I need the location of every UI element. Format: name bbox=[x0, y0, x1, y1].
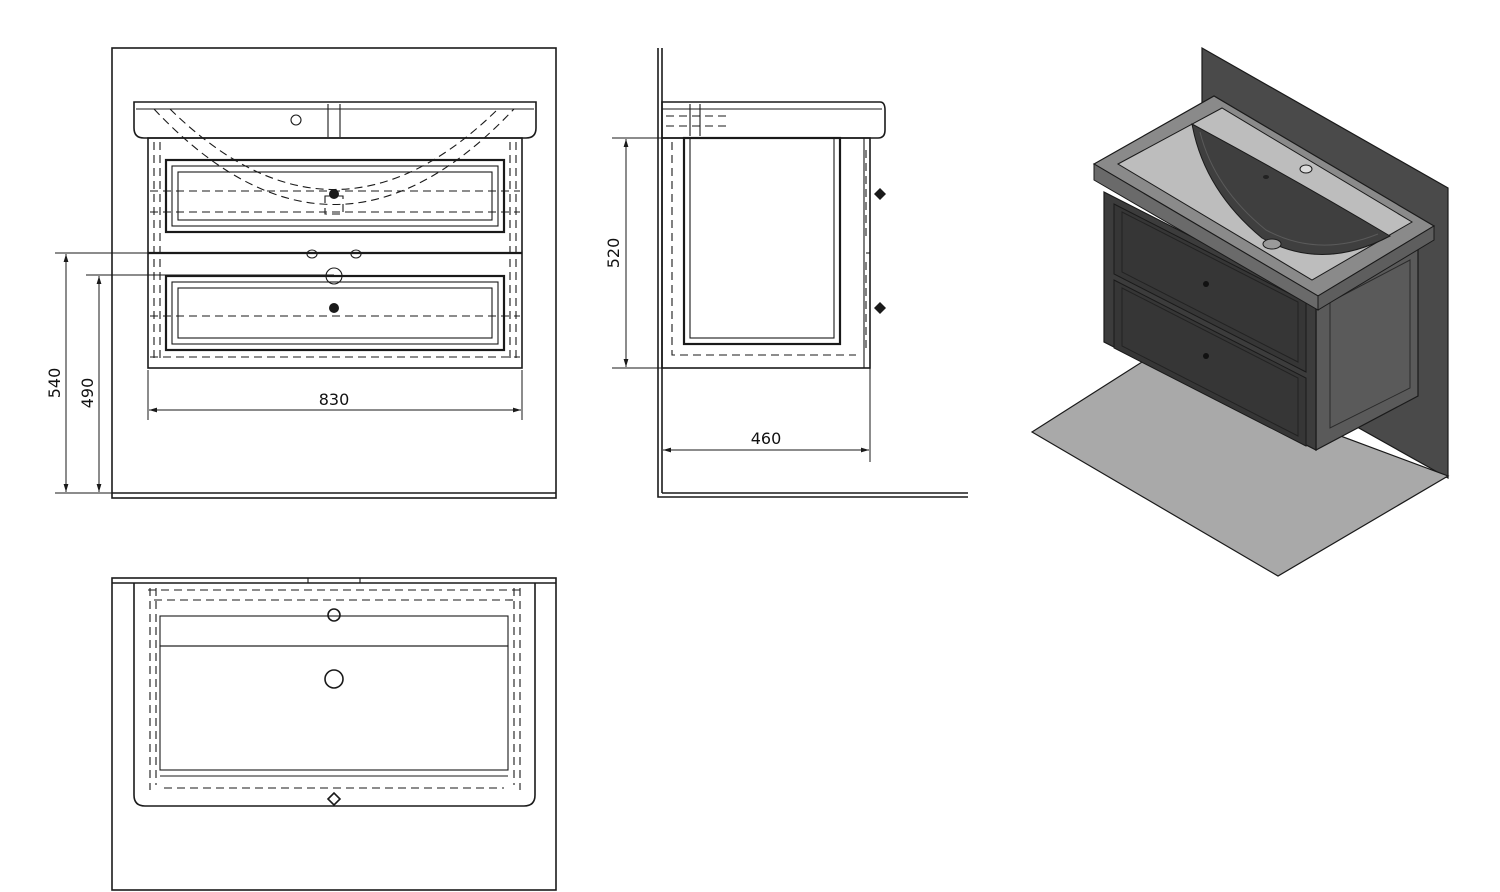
top-drain-hole bbox=[324, 669, 344, 689]
top-knob bbox=[326, 791, 342, 807]
top-tap-hole bbox=[327, 608, 341, 622]
front-drain-hidden bbox=[324, 195, 344, 215]
front-upper-drawer-panel-inner bbox=[177, 171, 493, 221]
isometric-view bbox=[1030, 46, 1450, 577]
iso-floor bbox=[1030, 361, 1450, 577]
front-upper-drawer-knob bbox=[329, 189, 339, 199]
side-basin bbox=[661, 101, 886, 139]
dim-490-label: 490 bbox=[78, 378, 97, 409]
top-view bbox=[111, 577, 557, 891]
top-wall-outline bbox=[111, 577, 557, 891]
side-view: 520 460 bbox=[604, 48, 968, 498]
iso-overflow bbox=[1263, 175, 1269, 179]
dim-460-label: 460 bbox=[751, 429, 782, 448]
iso-basin-bowl-highlight bbox=[1199, 131, 1379, 246]
iso-basin-side-edge bbox=[1317, 225, 1435, 311]
front-overflow-hole bbox=[290, 114, 302, 126]
top-basin-outline bbox=[133, 583, 536, 807]
iso-tap-hole bbox=[1299, 164, 1313, 174]
side-cabinet bbox=[661, 137, 871, 369]
front-basin-bowl-hidden bbox=[153, 108, 515, 206]
top-basin-bowl bbox=[159, 645, 509, 771]
side-wall-floor bbox=[657, 48, 968, 498]
front-lower-drawer-panel-outer bbox=[171, 281, 499, 345]
front-lower-drawer-knob bbox=[329, 303, 339, 313]
iso-lower-drawer-panel bbox=[1121, 287, 1299, 437]
front-upper-drawer bbox=[164, 158, 506, 234]
front-upper-drawer-panel-outer bbox=[171, 165, 499, 227]
front-fix-hole-left bbox=[306, 249, 318, 259]
iso-upper-drawer-panel bbox=[1121, 211, 1299, 363]
side-lower-knob bbox=[874, 302, 886, 314]
dim-540-label: 540 bbox=[45, 368, 64, 399]
side-cabinet-panel-outer bbox=[682, 136, 842, 346]
front-lower-drawer-panel-inner bbox=[177, 287, 493, 339]
front-fix-hole-right bbox=[350, 249, 362, 259]
dim-520-label: 520 bbox=[604, 238, 623, 269]
front-view: 830 540 490 bbox=[45, 47, 557, 499]
front-wall-outline bbox=[111, 47, 557, 499]
iso-basin-bowl bbox=[1191, 123, 1392, 255]
front-lower-drawer bbox=[164, 274, 506, 352]
iso-cabinet-side-panel bbox=[1329, 259, 1411, 429]
dim-830-label: 830 bbox=[319, 390, 350, 409]
iso-drain bbox=[1262, 238, 1282, 250]
iso-lower-drawer bbox=[1113, 279, 1307, 447]
side-upper-knob bbox=[874, 188, 886, 200]
iso-upper-drawer bbox=[1113, 203, 1307, 373]
side-cabinet-panel-inner bbox=[689, 137, 835, 339]
side-hidden-frame bbox=[671, 142, 856, 356]
iso-upper-knob bbox=[1203, 281, 1209, 287]
front-basin-bowl-inner-hidden bbox=[169, 108, 499, 190]
iso-lower-knob bbox=[1203, 353, 1209, 359]
front-basin-top bbox=[133, 101, 537, 139]
